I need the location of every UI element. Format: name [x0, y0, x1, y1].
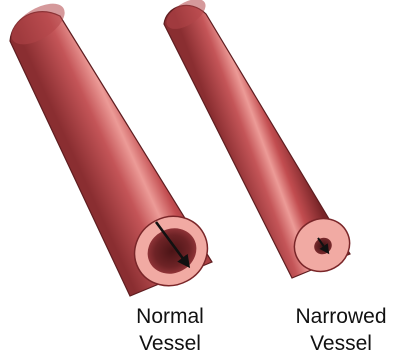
normal-caption-line1: Normal	[100, 303, 240, 330]
narrowed-caption-line1: Narrowed	[266, 303, 416, 330]
normal-caption-line2: Vessel	[100, 330, 240, 357]
narrowed-caption-line2: Vessel	[266, 330, 416, 357]
narrowed-vessel-caption: Narrowed Vessel	[266, 303, 416, 357]
normal-vessel-caption: Normal Vessel	[100, 303, 240, 357]
